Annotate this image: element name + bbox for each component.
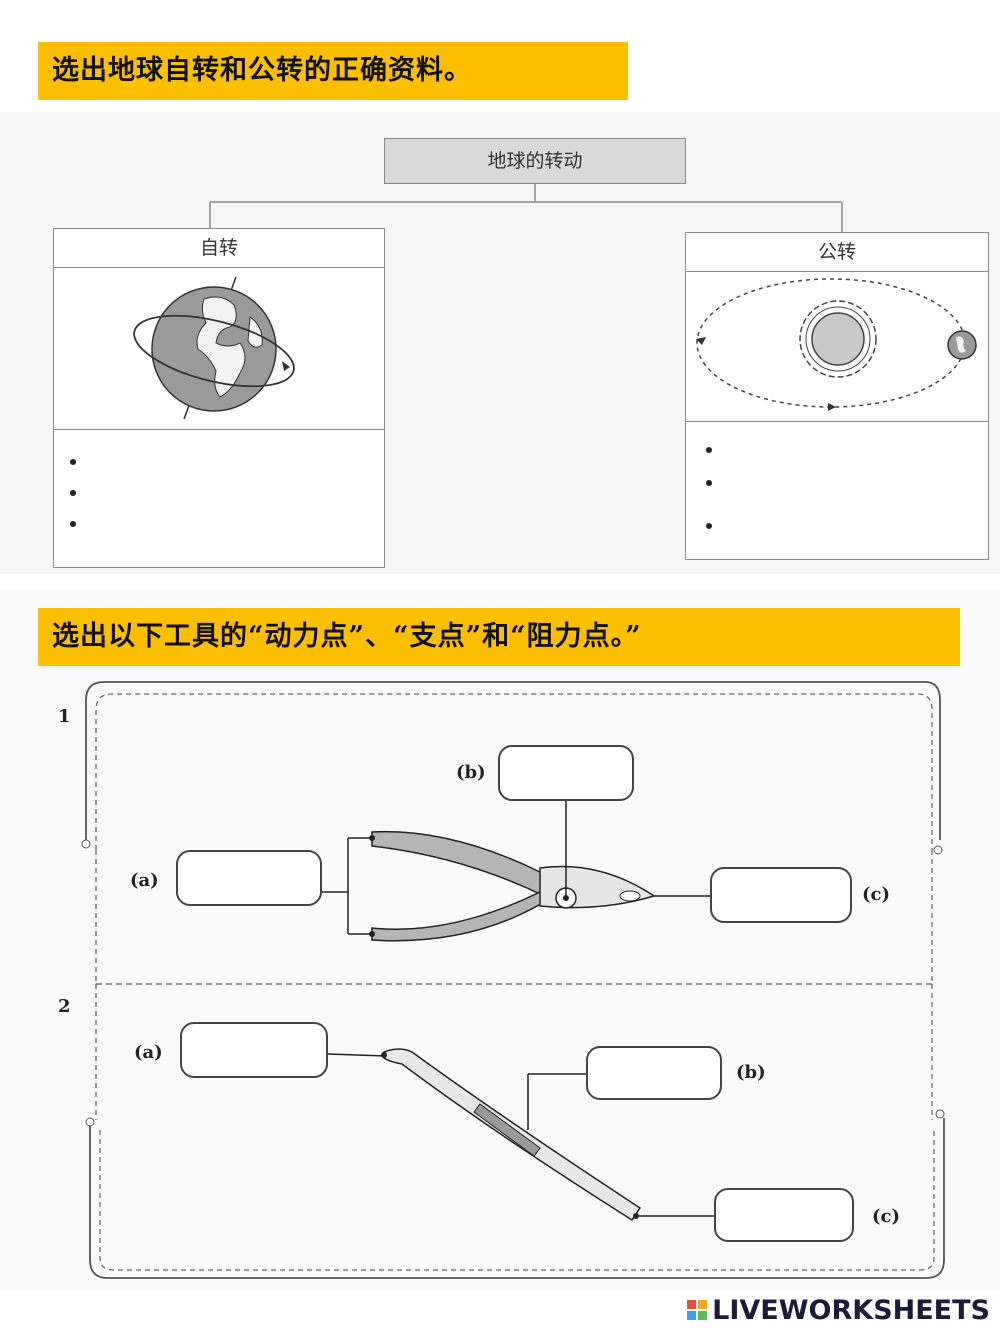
rotation-image [54, 269, 384, 430]
scanned-area-2 [0, 590, 1000, 1290]
tool-2-label-a: (a) [134, 1042, 163, 1063]
footer-brand: LIVEWORKSHEETS [687, 1292, 990, 1328]
earth-rotation-icon [133, 276, 295, 420]
tool-2-label-c: (c) [872, 1206, 900, 1227]
revolution-label: 公转 [686, 233, 988, 272]
tool-1-answer-b-input[interactable] [498, 745, 634, 801]
revolution-bullet-2 [706, 480, 712, 486]
tree-connectors [209, 184, 843, 232]
tweezers-icon [327, 1048, 714, 1222]
pliers-icon [322, 800, 710, 942]
tool-1-label-c: (c) [862, 884, 890, 905]
revolution-box: 公转 [685, 232, 989, 560]
tool-2-number: 2 [58, 996, 71, 1017]
tool-1-label-a: (a) [130, 870, 159, 891]
tool-1-number: 1 [58, 706, 71, 727]
revolution-bullet-1 [706, 447, 712, 453]
rotation-bullet-2 [70, 490, 76, 496]
concept-title: 地球的转动 [384, 138, 686, 184]
tool-1-label-b: (b) [456, 762, 486, 783]
rotation-label: 自转 [54, 229, 384, 268]
instruction-banner-2: 选出以下工具的“动力点”、“支点”和“阻力点。” [38, 608, 960, 666]
rotation-bullet-1 [70, 459, 76, 465]
tool-1-answer-a-input[interactable] [176, 850, 322, 906]
revolution-bullet-3 [706, 523, 712, 529]
rotation-box: 自转 [53, 228, 385, 568]
instruction-banner-1: 选出地球自转和公转的正确资料。 [38, 42, 628, 100]
rotation-bullet-3 [70, 521, 76, 527]
tool-2-answer-b-input[interactable] [586, 1046, 722, 1100]
tools-frame [81, 681, 945, 1279]
tool-2-answer-a-input[interactable] [180, 1022, 328, 1078]
liveworksheets-logo-icon [687, 1300, 708, 1320]
sun-rays [799, 300, 877, 378]
brand-name: LIVEWORKSHEETS [712, 1294, 990, 1326]
revolution-image [686, 273, 988, 422]
tool-1-answer-c-input[interactable] [710, 867, 852, 923]
tool-2-label-b: (b) [736, 1062, 766, 1083]
tool-2-answer-c-input[interactable] [714, 1188, 854, 1242]
sun-earth-orbit-icon [696, 278, 977, 411]
